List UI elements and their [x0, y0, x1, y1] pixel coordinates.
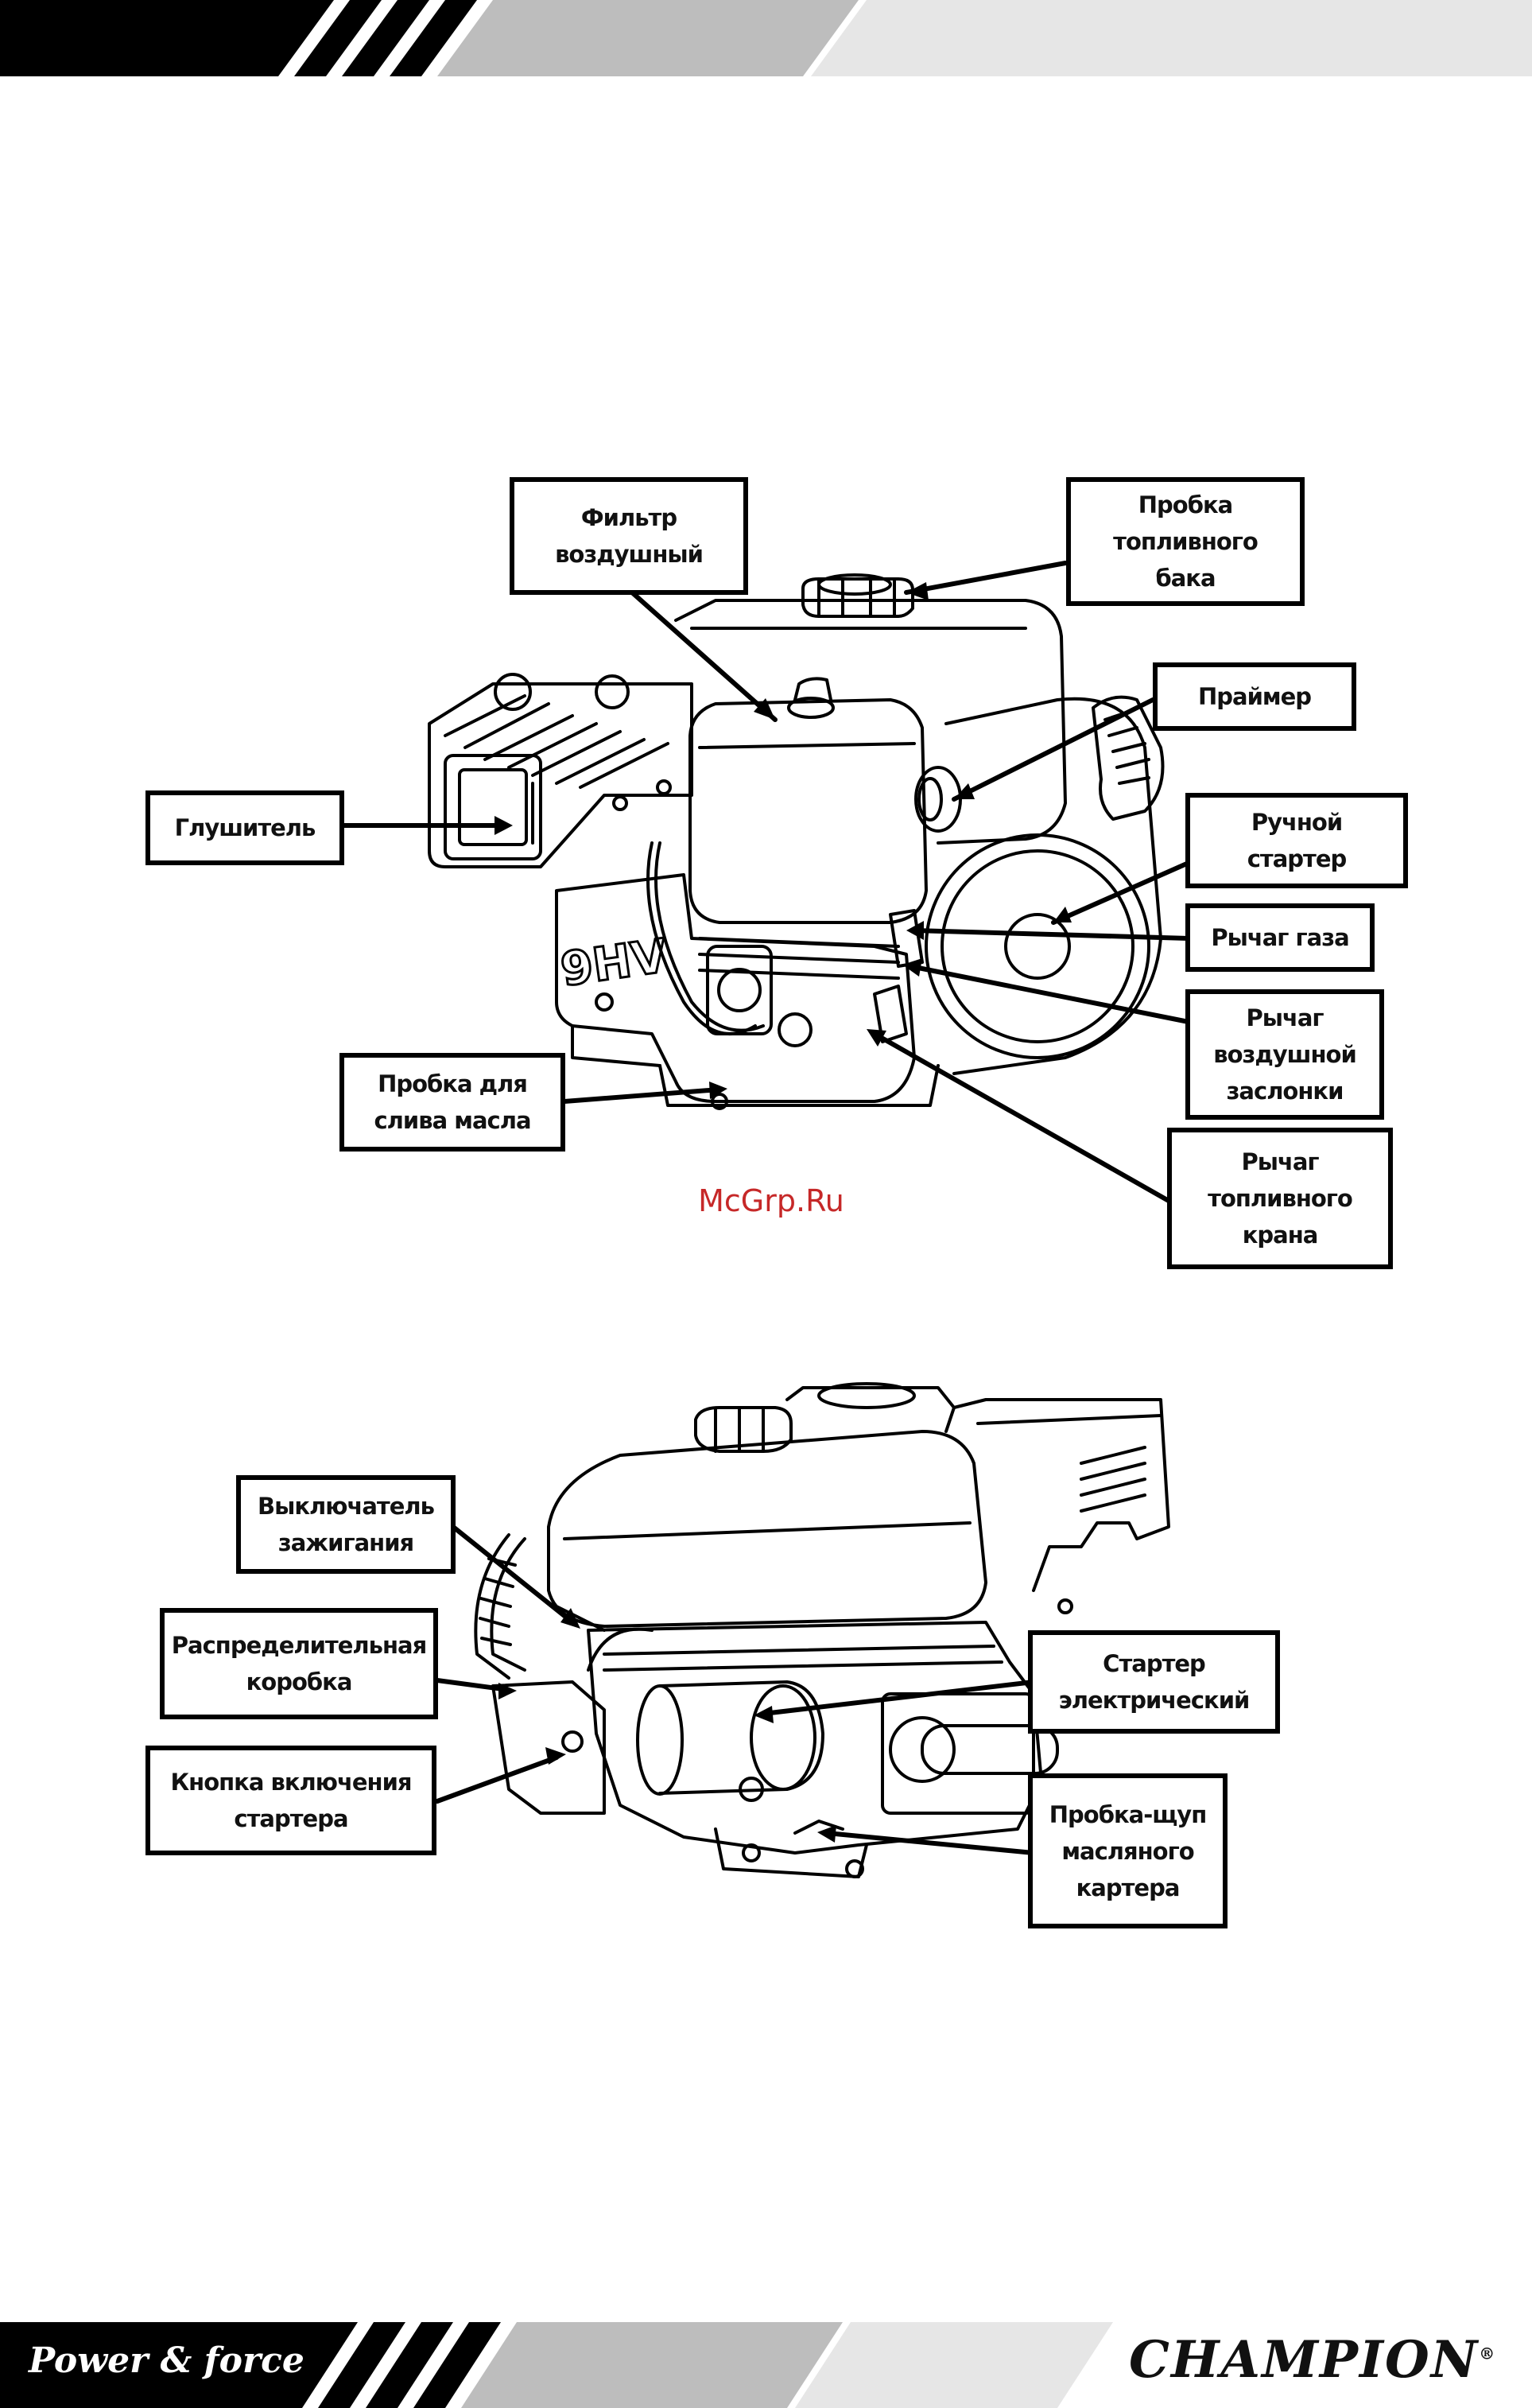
label-dipstick: Пробка-щуп масляного картера — [1028, 1773, 1228, 1928]
registered-mark: ® — [1479, 2344, 1497, 2363]
label-fuel-valve-lever: Рычаг топливного крана — [1167, 1128, 1393, 1269]
footer-slogan: Power & force — [29, 2340, 304, 2381]
label-oil-drain-plug: Пробка для слива масла — [339, 1053, 565, 1152]
watermark-text: McGrp.Ru — [698, 1183, 844, 1218]
label-choke-lever: Рычаг воздушной заслонки — [1185, 989, 1384, 1120]
label-air-filter: Фильтр воздушный — [510, 477, 748, 595]
brand-logo: CHAMPION® — [1129, 2330, 1496, 2390]
label-primer: Праймер — [1153, 662, 1356, 731]
label-electric-starter: Стартер электрический — [1028, 1630, 1280, 1734]
header-stripe — [0, 0, 1532, 76]
label-ignition-switch: Выключатель зажигания — [236, 1475, 456, 1574]
label-recoil-starter: Ручной стартер — [1185, 793, 1408, 888]
label-junction-box: Распределительная коробка — [160, 1608, 438, 1719]
label-throttle-lever: Рычаг газа — [1185, 903, 1375, 972]
label-muffler: Глушитель — [145, 790, 344, 865]
label-fuel-cap: Пробка топливного бака — [1066, 477, 1305, 606]
brand-name: CHAMPION — [1129, 2330, 1480, 2390]
label-starter-button: Кнопка включения стартера — [145, 1746, 436, 1855]
